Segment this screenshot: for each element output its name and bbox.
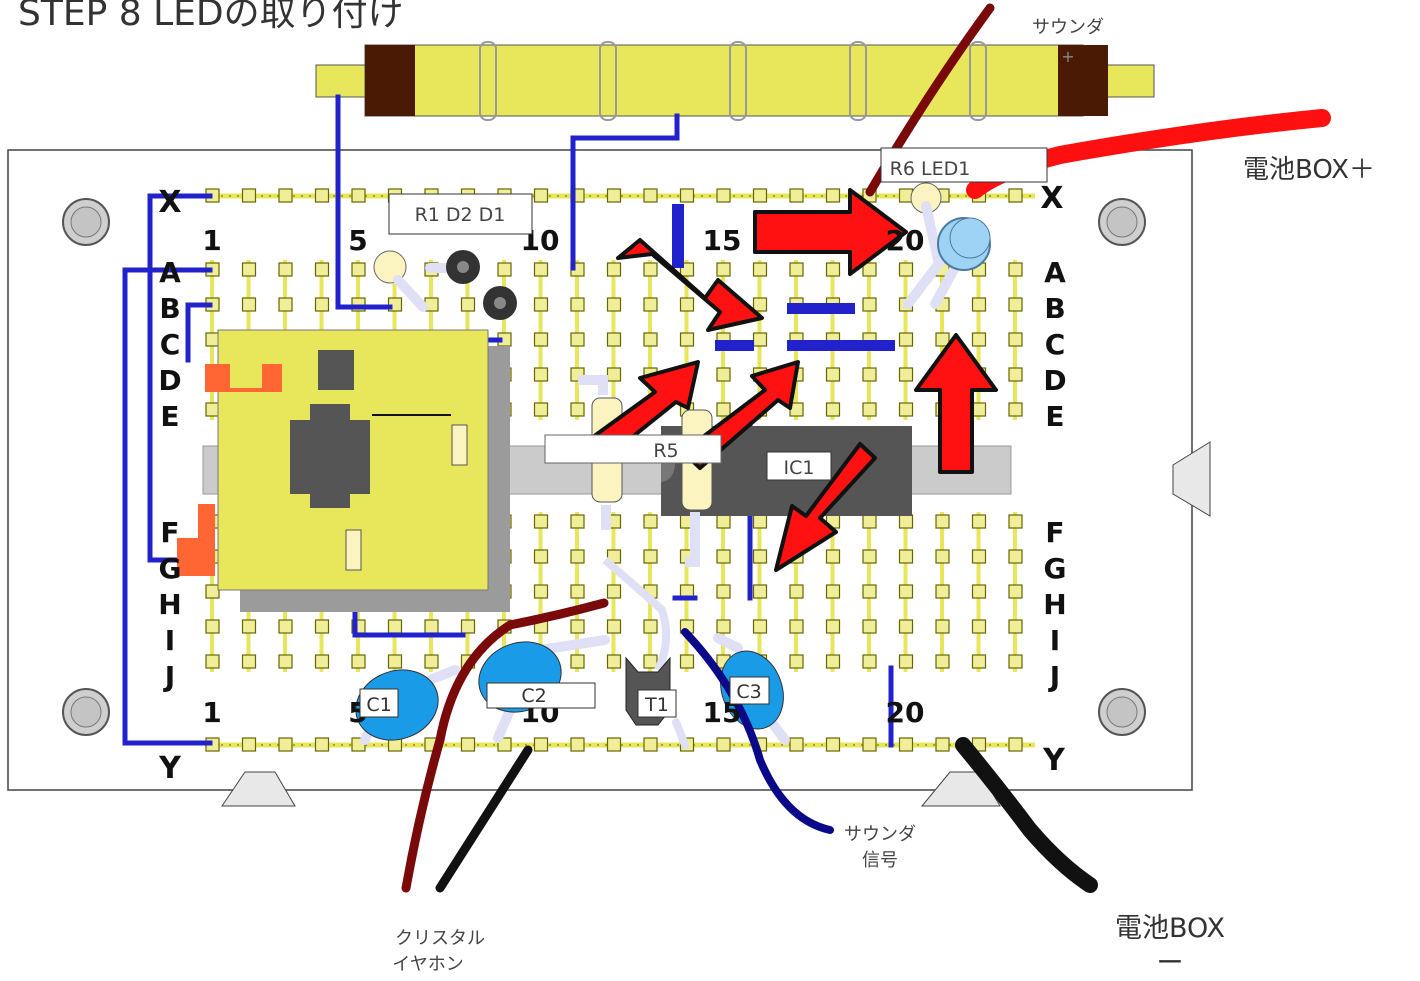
row-label-a-right: A [1044, 256, 1066, 289]
column-number-5-top: 5 [348, 224, 367, 257]
mounting-holes [62, 198, 1146, 736]
label-sounder-signal-2: 信号 [862, 850, 898, 871]
label-crystal-earphone: クリスタル [395, 928, 485, 949]
diode-parts [373, 250, 517, 320]
label-battery-minus-sign: ー [1157, 948, 1184, 979]
label-r5: R5 [653, 440, 678, 462]
step-heading: STEP 8 LEDの取り付け [18, 0, 404, 34]
column-number-1-top: 1 [202, 224, 221, 257]
sounder-coil [315, 41, 1155, 121]
label-r6-led1: R6 LED1 [890, 158, 971, 180]
row-label-c-right: C [1045, 328, 1066, 361]
label-c2: C2 [521, 685, 546, 707]
row-label-d-right: D [1043, 364, 1066, 397]
label-sounder-plus: + [1061, 47, 1074, 66]
label-battery-minus: 電池BOX [1115, 913, 1225, 944]
label-sounder-signal: サウンダ [844, 824, 916, 845]
row-label-e: E [160, 400, 179, 433]
stand-side [1172, 441, 1211, 517]
row-label-a: A [159, 256, 181, 289]
row-label-j: J [163, 660, 175, 693]
row-label-h-right: H [1043, 588, 1066, 621]
rail-label-x: X [158, 185, 181, 220]
label-c1: C1 [366, 694, 391, 716]
rail-label-y-right: Y [1042, 743, 1066, 778]
led-parts [903, 182, 991, 309]
row-label-f-right: F [1045, 516, 1064, 549]
column-number-20-bottom: 20 [886, 696, 925, 729]
label-battery-plus: 電池BOX＋ [1243, 155, 1375, 185]
label-r1-d2-d1: R1 D2 D1 [415, 204, 506, 226]
label-t1: T1 [644, 694, 669, 716]
row-label-b: B [159, 292, 180, 325]
row-label-h: H [158, 588, 181, 621]
row-label-b-right: B [1044, 292, 1065, 325]
row-label-c: C [160, 328, 181, 361]
jumper-wires [122, 94, 894, 748]
row-label-d: D [158, 364, 181, 397]
label-ic1: IC1 [784, 457, 815, 479]
row-label-i-right: I [1050, 624, 1060, 657]
row-label-g-right: G [1044, 552, 1067, 585]
column-number-1-bottom: 1 [202, 696, 221, 729]
row-label-j-right: J [1048, 660, 1060, 693]
label-crystal-earphone-2: イヤホン [392, 954, 463, 975]
label-sounder: サウンダ [1032, 17, 1104, 38]
row-label-e-right: E [1045, 400, 1064, 433]
column-number-15-top: 15 [703, 224, 742, 257]
rail-label-y: Y [158, 751, 182, 786]
column-number-20-top: 20 [886, 224, 925, 257]
stand-left [221, 771, 296, 807]
row-label-i: I [165, 624, 175, 657]
jumper-bars [672, 204, 895, 351]
row-label-g: G [159, 552, 182, 585]
label-c3: C3 [736, 681, 761, 703]
tuning-module [177, 329, 510, 612]
row-label-f: F [160, 516, 179, 549]
stand-right [920, 771, 1001, 807]
rail-label-x-right: X [1040, 181, 1063, 216]
